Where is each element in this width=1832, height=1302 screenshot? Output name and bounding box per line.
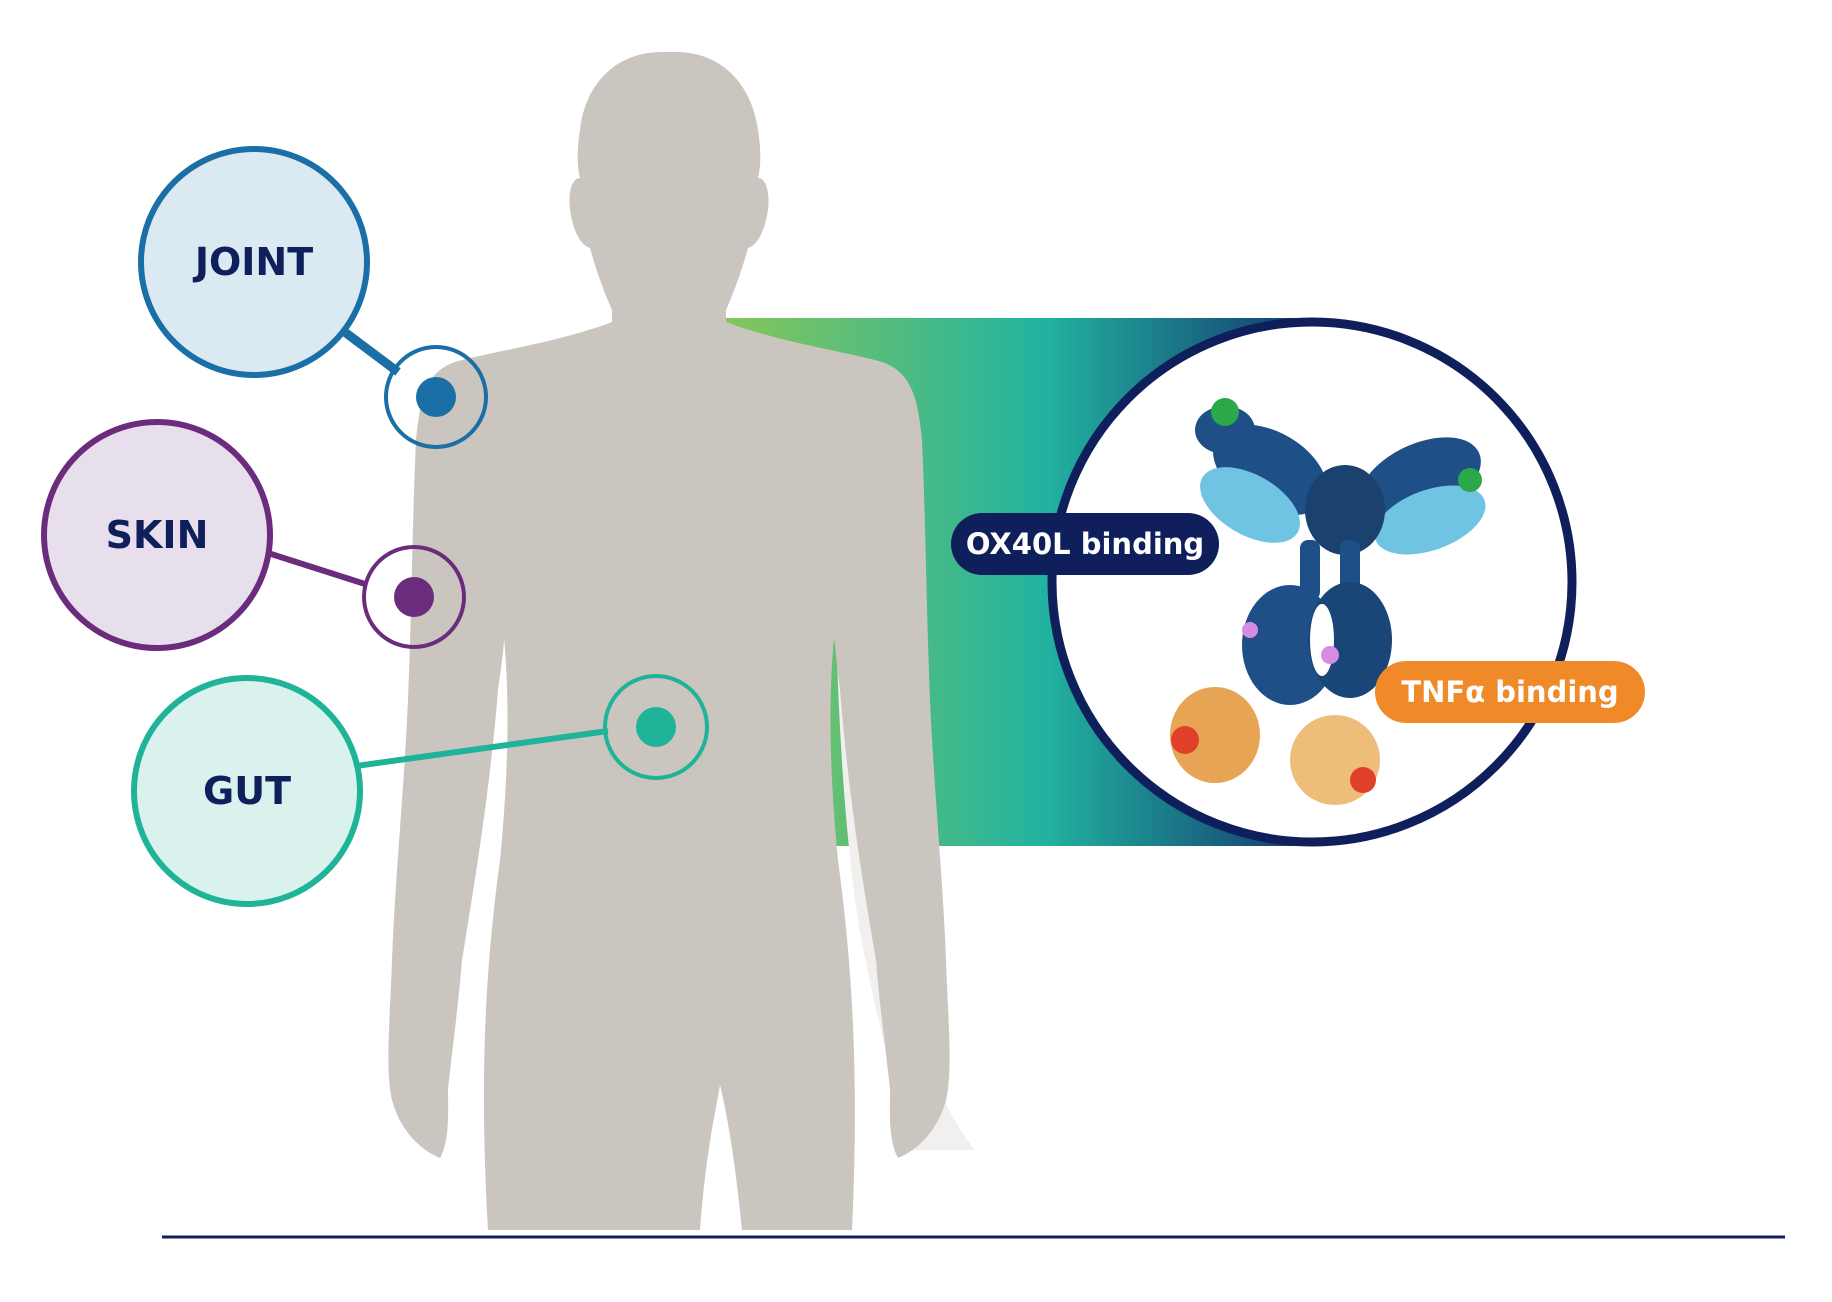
gut-label-circle bbox=[131, 675, 363, 907]
joint-callout: JOINT bbox=[138, 146, 488, 449]
ox40l-pill-bg bbox=[951, 513, 1219, 575]
skin-label-circle bbox=[41, 419, 273, 651]
antibody-molecule-icon bbox=[1170, 398, 1486, 805]
joint-label: JOINT bbox=[192, 240, 313, 284]
skin-marker-dot bbox=[394, 577, 434, 617]
skin-connector bbox=[267, 550, 366, 587]
joint-marker-ring bbox=[384, 345, 488, 449]
joint-connector bbox=[339, 326, 401, 376]
molecule-zoom bbox=[1047, 317, 1577, 847]
ox40l-binding-pill: OX40L binding bbox=[951, 513, 1219, 575]
skin-label: SKIN bbox=[106, 513, 209, 557]
gut-marker-ring bbox=[603, 674, 709, 780]
gut-label: GUT bbox=[203, 769, 291, 813]
joint-marker-dot bbox=[416, 377, 456, 417]
tnfa-pill-bg bbox=[1375, 661, 1645, 723]
skin-callout: SKIN bbox=[41, 419, 466, 651]
joint-label-circle bbox=[138, 146, 370, 378]
gut-connector bbox=[355, 728, 609, 769]
tnfa-binding-pill: TNFα binding bbox=[1375, 661, 1645, 723]
tnfa-pill-label: TNFα binding bbox=[1401, 675, 1618, 709]
ox40l-pill-label: OX40L binding bbox=[966, 527, 1204, 561]
gut-marker-dot bbox=[636, 707, 676, 747]
gut-callout: GUT bbox=[131, 674, 709, 907]
human-silhouette bbox=[388, 52, 950, 1230]
skin-marker-ring bbox=[362, 545, 466, 649]
